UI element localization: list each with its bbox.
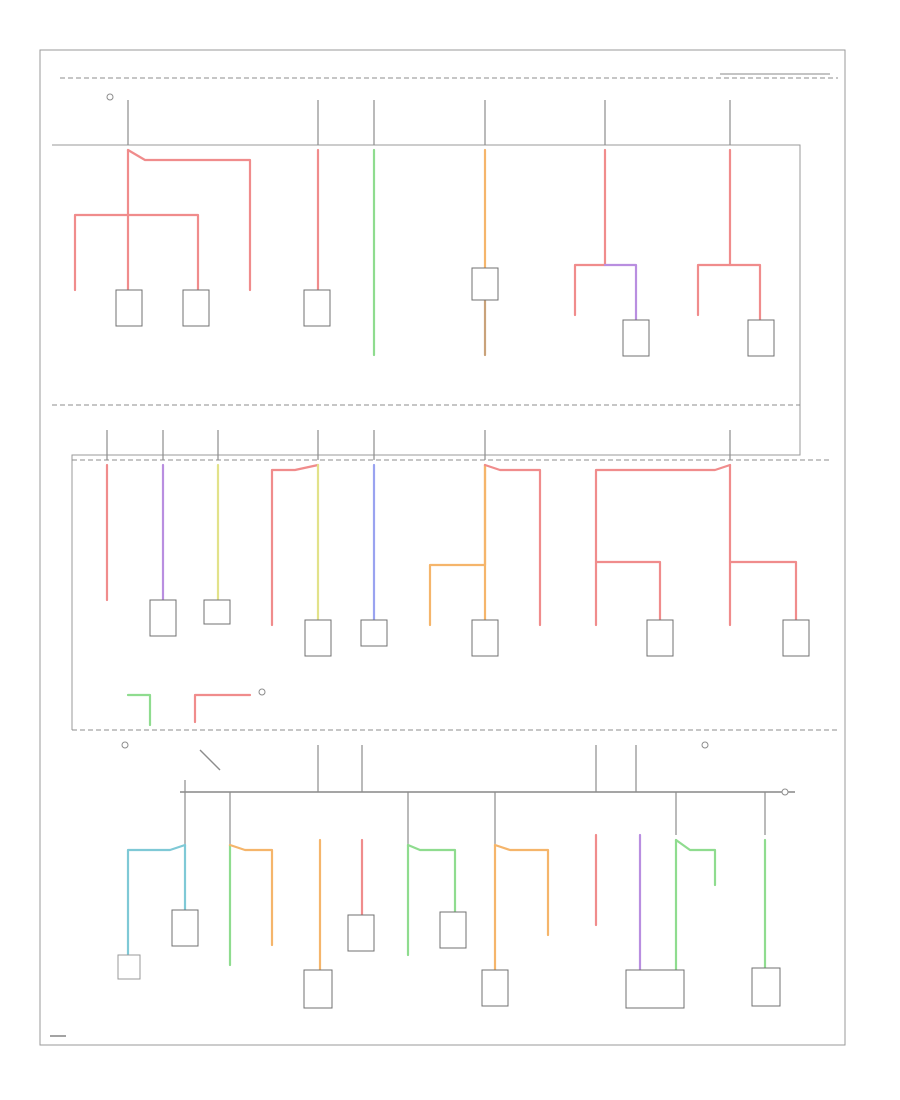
component-box (303, 289, 331, 327)
component-box (203, 599, 231, 625)
middle-section-components (149, 599, 810, 657)
component-box (182, 289, 210, 327)
lower-section-components (117, 909, 781, 1009)
relay-switch-wires (126, 693, 252, 771)
component-box (622, 319, 650, 357)
component-box (747, 319, 775, 357)
sheet-frame (39, 49, 846, 1046)
component-box (471, 619, 499, 657)
component-box (360, 619, 388, 647)
component-box (782, 619, 810, 657)
connector-block (117, 954, 141, 980)
lower-row-fuses (184, 745, 766, 845)
connector-block (471, 267, 499, 301)
component-box (347, 914, 375, 952)
middle-row-fuses (106, 430, 731, 460)
component-box (439, 911, 467, 949)
component-box (171, 909, 199, 947)
component-box (625, 969, 685, 1009)
upper-fuse-box-boundary (52, 144, 801, 730)
component-box (646, 619, 674, 657)
upper-row-fuses (127, 100, 731, 145)
component-box (149, 599, 177, 637)
terminal-marks (106, 93, 789, 796)
middle-section-wires (105, 463, 798, 627)
upper-section-wires (73, 148, 762, 357)
component-box (481, 969, 509, 1007)
component-box (304, 619, 332, 657)
component-box (303, 969, 333, 1009)
component-box (751, 967, 781, 1007)
component-box (115, 289, 143, 327)
lower-section-wires (126, 833, 767, 972)
upper-section-components (115, 267, 775, 357)
